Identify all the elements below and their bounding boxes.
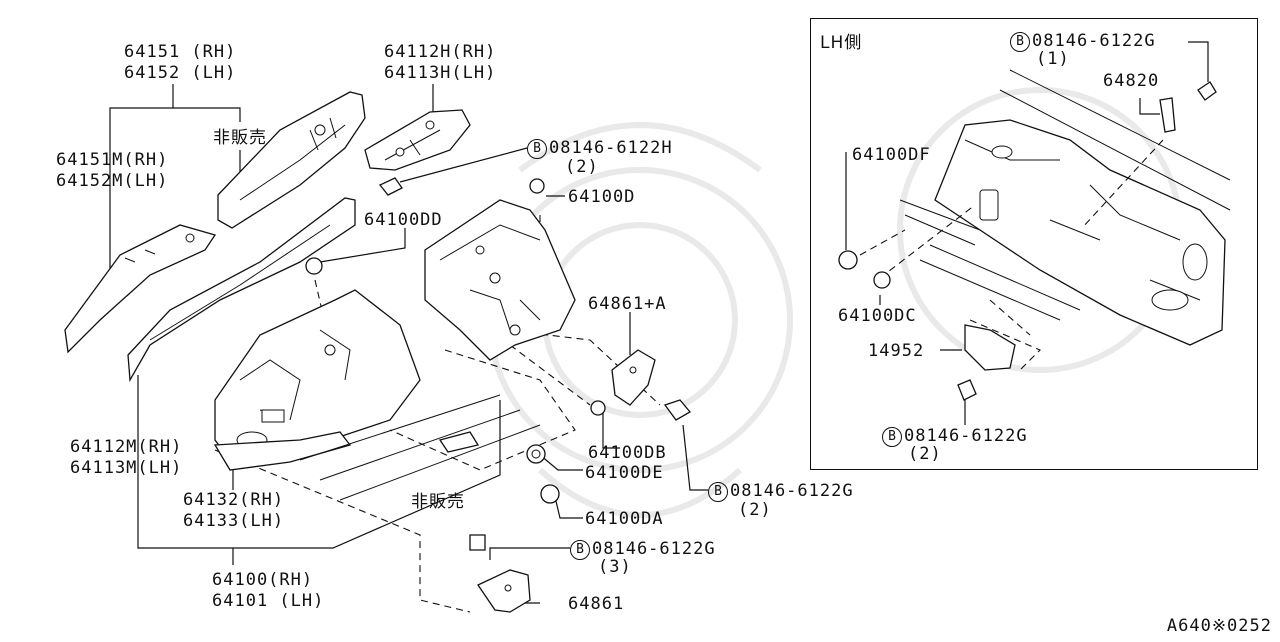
part-64151m-rail: [64, 224, 217, 354]
inset-label-14952: 14952: [868, 341, 925, 361]
bolt-symbol-icon: B: [527, 139, 547, 159]
floor-strip: [299, 394, 541, 501]
lh-side-inset: [810, 18, 1258, 470]
label-64113h: 64113H(LH): [384, 63, 497, 83]
label-not-sold-upper: 非販売: [213, 128, 267, 148]
label-not-sold-lower: 非販売: [411, 492, 465, 512]
inset-title: LH側: [820, 33, 863, 53]
reference-code: A640※0252: [1166, 616, 1272, 636]
label-64100db: 64100DB: [588, 443, 667, 463]
inset-drawing: [838, 41, 1231, 425]
label-bolt-08146-6122g-b-qty: (3): [598, 557, 632, 577]
bolt-symbol-icon: B: [708, 482, 728, 502]
label-64151m: 64151M(RH): [56, 150, 169, 170]
label-64112h: 64112H(RH): [384, 42, 497, 62]
label-64132: 64132(RH): [183, 490, 285, 510]
label-64100dd: 64100DD: [364, 210, 443, 230]
part-64112m-member: [127, 197, 356, 383]
inset-label-64100df: 64100DF: [852, 145, 931, 165]
label-64112m: 64112M(RH): [70, 437, 183, 457]
label-64100de: 64100DE: [585, 463, 664, 483]
part-64861-bracket: [477, 569, 531, 613]
label-bolt-08146-6122g-a-qty: (2): [738, 500, 772, 520]
label-64100: 64100(RH): [212, 570, 314, 590]
label-64861a: 64861+A: [588, 294, 667, 314]
part-64861a-bracket: [611, 349, 656, 406]
fasteners: [305, 177, 691, 551]
label-64151: 64151 (RH): [124, 42, 237, 62]
inset-label-bolt-top-qty: (1): [1036, 49, 1070, 69]
part-64151-rail: [217, 91, 366, 229]
part-64112h-bracket: [364, 109, 471, 171]
label-64152m: 64152M(LH): [56, 171, 169, 191]
label-64113m: 64113M(LH): [70, 458, 183, 478]
label-64133: 64133(LH): [183, 511, 285, 531]
bolt-symbol-icon: B: [882, 427, 902, 447]
label-64100da: 64100DA: [585, 509, 664, 529]
bolt-symbol-icon: B: [1010, 32, 1030, 52]
label-64100d: 64100D: [568, 187, 636, 207]
inset-label-bolt-bottom-qty: (2): [908, 444, 942, 464]
part-strut-tower: [424, 199, 576, 361]
inset-label-64820: 64820: [1103, 71, 1160, 91]
label-64152: 64152 (LH): [124, 63, 237, 83]
label-64861: 64861: [568, 594, 625, 614]
inset-label-64100dc: 64100DC: [838, 306, 917, 326]
bolt-symbol-icon: B: [570, 540, 590, 560]
label-64101: 64101 (LH): [212, 591, 325, 611]
label-bolt-08146-6122h-qty: (2): [565, 157, 599, 177]
part-64100-apron: [213, 289, 421, 471]
